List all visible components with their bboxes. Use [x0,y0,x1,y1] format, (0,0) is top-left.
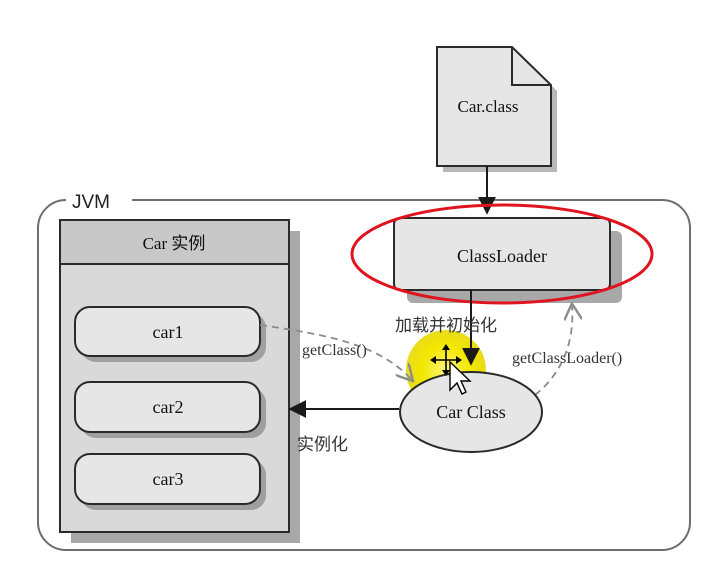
classloader-label: ClassLoader [457,246,547,266]
panel-title: Car 实例 [143,234,206,253]
edge-get-classloader [534,305,572,396]
instances-panel: Car 实例 car1 car2 car3 [59,219,300,543]
edge-label-get-class: getClass() [302,342,367,359]
instance-car2-label: car2 [153,397,184,417]
list-item: car1 [74,306,266,362]
list-item: car2 [74,381,266,438]
highlight-ring [350,203,654,305]
arrow-cursor-icon [449,360,472,395]
classloader-node: ClassLoader [393,217,622,303]
edge-get-class [259,324,412,380]
list-item: car3 [74,453,266,510]
class-file-node: Car.class [436,46,557,172]
file-fold-corner [511,47,551,86]
instance-car3-label: car3 [153,469,184,489]
class-file-label: Car.class [458,97,519,116]
car-class-label: Car Class [436,402,506,422]
move-cursor-icon [430,344,462,376]
car-class-node: Car Class [399,371,543,453]
instance-car1-label: car1 [153,322,184,342]
file-icon [436,46,552,167]
edge-label-load-init: 加载并初始化 [395,316,497,335]
edge-label-instantiate: 实例化 [297,435,348,454]
panel-header [59,219,290,265]
edge-label-get-classloader: getClassLoader() [512,350,622,367]
jvm-label: JVM [72,192,110,213]
